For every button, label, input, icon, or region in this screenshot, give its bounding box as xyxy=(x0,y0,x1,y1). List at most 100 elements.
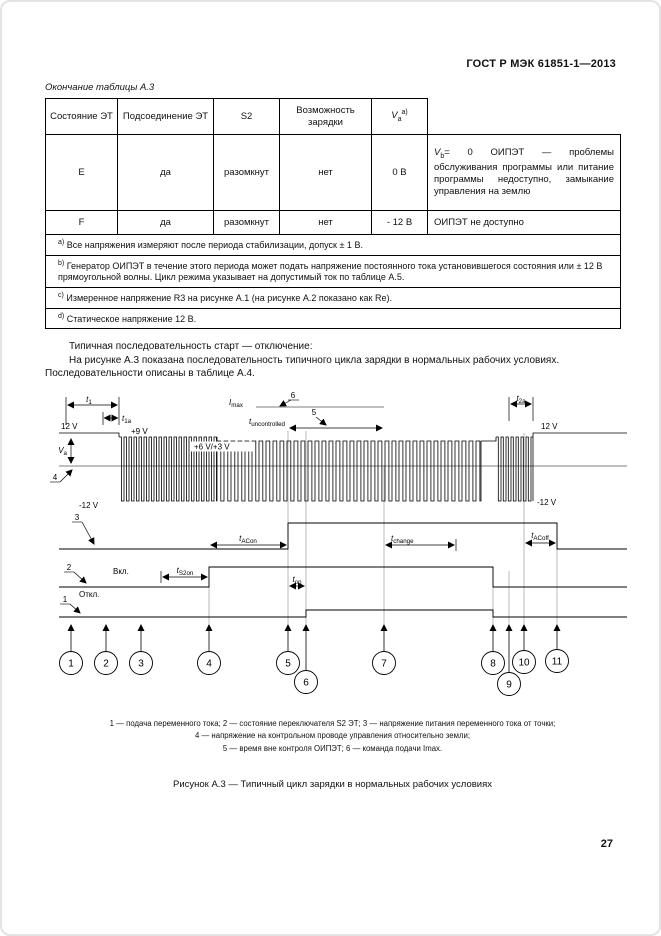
label-t1a: t1a xyxy=(122,414,132,425)
signal-line-1 xyxy=(59,609,627,618)
paragraph-sequence-title: Типичная последовательность старт — откл… xyxy=(69,341,313,353)
diagram-labels: t1 t1a Imax 6 5 tuncontrolled t2a 12 V 1… xyxy=(53,391,558,604)
cell-s2: разомкнут xyxy=(213,210,280,235)
table-a3: Состояние ЭТ Подсоединение ЭТ S2 Возможн… xyxy=(45,98,621,330)
document-number: ГОСТ Р МЭК 61851-1—2013 xyxy=(466,58,616,70)
svg-text:2: 2 xyxy=(103,658,109,669)
svg-text:4: 4 xyxy=(206,658,212,669)
svg-text:5: 5 xyxy=(285,658,291,669)
label-t-uncontrolled: tuncontrolled xyxy=(249,417,286,428)
label-imax: Imax xyxy=(229,398,244,409)
svg-text:10: 10 xyxy=(518,657,530,668)
col-header-va: Vaа) xyxy=(371,98,428,135)
label-minus-12v-left: -12 V xyxy=(79,501,99,510)
table-row-e: E да разомкнут нет 0 В Vb= 0 ОИПЭТ — про… xyxy=(45,134,621,211)
event-marker-4: 4 xyxy=(197,623,221,675)
col-header-connection: Подсоединение ЭТ xyxy=(117,98,214,135)
figure-key-line-1: 1 — подача переменного тока; 2 — состоян… xyxy=(109,718,556,728)
cell-charging: нет xyxy=(279,210,372,235)
label-t-acoff: tACoff xyxy=(531,531,549,542)
label-key-1: 1 xyxy=(63,595,68,604)
figure-key-line-3: 5 — время вне контроля ОИПЭТ; 6 — команд… xyxy=(222,743,443,753)
label-plus-9v: +9 V xyxy=(131,427,148,436)
signal-lines xyxy=(59,522,627,618)
footnote-row-a: а) Все напряжения измеряют после периода… xyxy=(45,234,621,256)
paragraph-sequence-text: На рисунке А.3 показана последовательнос… xyxy=(45,354,560,380)
pwm-section-3 xyxy=(496,436,534,502)
footnote-row-c: c) Измеренное напряжение R3 на рисунке А… xyxy=(45,287,621,309)
event-marker-2: 2 xyxy=(94,623,118,675)
col-header-charging: Возможность зарядки xyxy=(279,98,372,135)
svg-text:3: 3 xyxy=(138,658,144,669)
pilot-waveform xyxy=(59,432,627,502)
label-t-change: tchange xyxy=(391,534,414,545)
cell-va: - 12 В xyxy=(371,210,428,235)
label-t2a: t2a xyxy=(516,394,526,405)
cell-state: E xyxy=(45,134,118,211)
cell-charging: нет xyxy=(279,134,372,211)
table-row-f: F да разомкнут нет - 12 В ОИПЭТ не досту… xyxy=(45,210,621,235)
event-marker-7: 7 xyxy=(372,623,396,675)
label-off: Откл. xyxy=(79,590,99,599)
pwm-section-1 xyxy=(119,436,218,502)
col-header-blank xyxy=(427,98,621,135)
figure-a3: t1 t1a Imax 6 5 tuncontrolled t2a 12 V 1… xyxy=(45,391,627,791)
pwm-section-2 xyxy=(217,440,482,502)
event-marker-1: 1 xyxy=(59,623,83,675)
label-key-5: 5 xyxy=(312,408,317,417)
cell-state: F xyxy=(45,210,118,235)
pilot-12v-right xyxy=(532,432,627,437)
label-t-acon: tACon xyxy=(239,534,257,545)
event-marker-9: 9 xyxy=(497,623,521,696)
annotation-lines xyxy=(50,396,556,614)
event-marker-10: 10 xyxy=(512,623,536,674)
timing-diagram: t1 t1a Imax 6 5 tuncontrolled t2a 12 V 1… xyxy=(50,391,627,696)
cell-connected: да xyxy=(117,134,214,211)
footnote-row-d: d) Статическое напряжение 12 В. xyxy=(45,307,621,330)
label-key-3: 3 xyxy=(75,513,80,522)
figure-key-line-2: 4 — напряжение на контрольном проводе уп… xyxy=(194,731,471,741)
cell-note: Vb= 0 ОИПЭТ — проблемы обслуживания прог… xyxy=(427,134,621,211)
svg-text:9: 9 xyxy=(506,679,512,690)
event-marker-8: 8 xyxy=(481,623,505,675)
label-t-s2on: tS2on xyxy=(177,566,194,577)
svg-text:1: 1 xyxy=(68,658,74,669)
svg-text:11: 11 xyxy=(552,656,563,667)
svg-text:7: 7 xyxy=(381,658,387,669)
label-key-6: 6 xyxy=(291,391,296,400)
label-va: Va xyxy=(58,446,67,457)
label-backing xyxy=(191,441,255,452)
label-12v-left: 12 V xyxy=(61,422,78,431)
event-marker-5: 5 xyxy=(276,623,300,675)
label-t-on: ton xyxy=(292,575,302,586)
event-marker-3: 3 xyxy=(129,623,153,675)
svg-text:8: 8 xyxy=(490,658,496,669)
label-plus-6v-3v: +6 V/+3 V xyxy=(194,442,230,451)
event-marker-11: 11 xyxy=(545,623,569,673)
label-t1: t1 xyxy=(86,395,92,406)
va-symbol: V xyxy=(391,109,398,121)
footnote-row-b: b) Генератор ОИПЭТ в течение этого перио… xyxy=(45,254,621,289)
guide-lines xyxy=(208,430,558,624)
page-number: 27 xyxy=(600,838,613,850)
pilot-12v-left xyxy=(59,432,120,437)
signal-line-2 xyxy=(59,566,627,588)
label-12v-right: 12 V xyxy=(541,422,558,431)
table-header-row: Состояние ЭТ Подсоединение ЭТ S2 Возможн… xyxy=(45,98,621,135)
col-header-s2: S2 xyxy=(213,98,280,135)
cell-note: ОИПЭТ не доступно xyxy=(427,210,621,235)
table-continuation-label: Окончание таблицы А.3 xyxy=(45,82,155,93)
label-key-2: 2 xyxy=(67,563,72,572)
figure-key: 1 — подача переменного тока; 2 — состоян… xyxy=(45,718,620,755)
col-header-state: Состояние ЭТ xyxy=(45,98,118,135)
label-key-4: 4 xyxy=(53,473,58,482)
pwm-gap-connector xyxy=(481,436,497,442)
figure-caption: Рисунок А.3 — Типичный цикл зарядки в но… xyxy=(173,779,492,791)
svg-text:6: 6 xyxy=(303,677,309,688)
cell-s2: разомкнут xyxy=(213,134,280,211)
signal-line-3 xyxy=(59,522,627,550)
label-minus-12v-right: -12 V xyxy=(537,498,557,507)
event-markers: 1 2 3 4 5 6 7 8 9 10 11 xyxy=(59,623,569,696)
event-marker-6: 6 xyxy=(294,623,318,694)
